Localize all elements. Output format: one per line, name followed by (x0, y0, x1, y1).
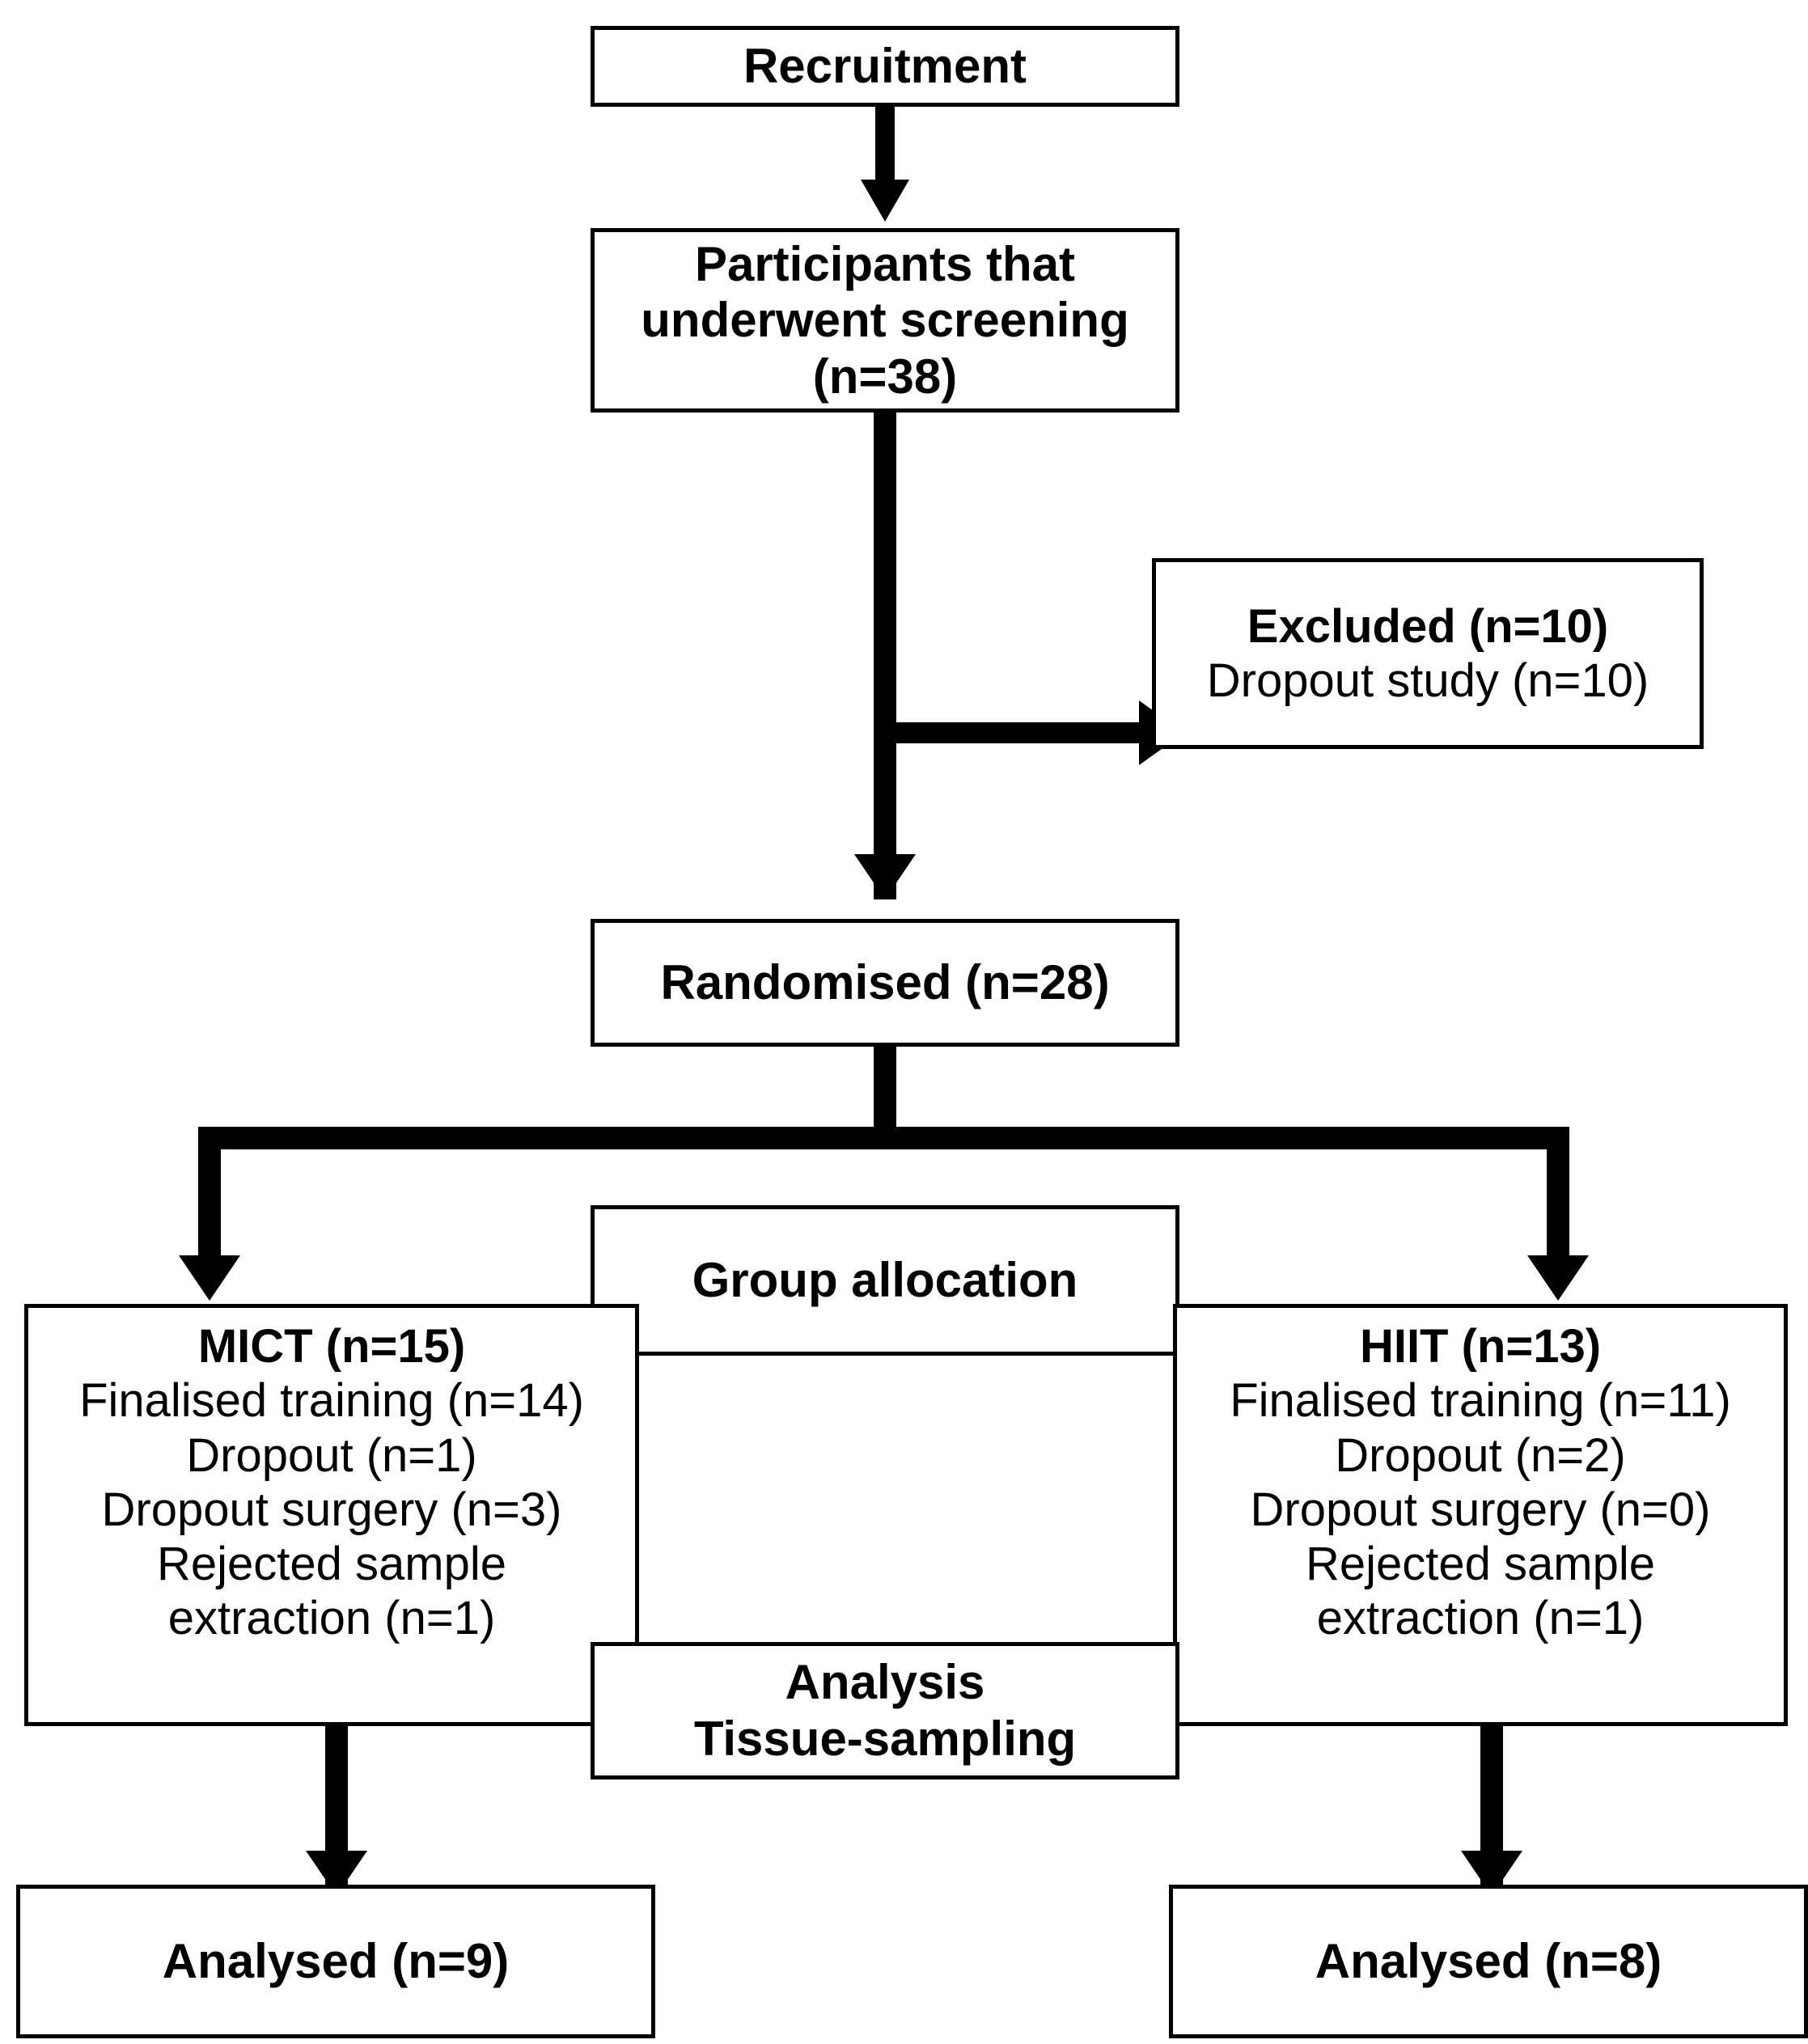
node-hiit-line-1: Finalised training (n=11) (1230, 1374, 1731, 1428)
node-screening-line-2: (n=38) (812, 349, 958, 404)
connector-split-right-drop (1547, 1127, 1569, 1260)
node-excluded-line-1: Dropout study (n=10) (1206, 654, 1649, 707)
node-hiit-line-4: Rejected sample (1306, 1538, 1655, 1591)
node-analysed-right-line-0: Analysed (n=8) (1315, 1934, 1662, 1989)
node-excluded[interactable]: Excluded (n=10) Dropout study (n=10) (1152, 558, 1704, 749)
node-randomised-line-0: Randomised (n=28) (660, 955, 1110, 1010)
arrowhead-allocation-to-mict (179, 1255, 240, 1301)
node-analysed-left[interactable]: Analysed (n=9) (16, 1885, 655, 2038)
node-mict-line-2: Dropout (n=1) (186, 1428, 477, 1482)
node-mict-line-0: MICT (n=15) (197, 1320, 466, 1373)
node-analysed-left-line-0: Analysed (n=9) (162, 1934, 510, 1989)
node-hiit[interactable]: HIIT (n=13) Finalised training (n=11) Dr… (1173, 1304, 1788, 1726)
node-hiit-line-0: HIIT (n=13) (1359, 1320, 1602, 1373)
node-mict-line-1: Finalised training (n=14) (79, 1374, 584, 1428)
node-mict-line-4: Rejected sample (157, 1538, 506, 1591)
node-group-allocation[interactable]: Group allocation (591, 1205, 1179, 1356)
node-analysis-line-0: Analysis (785, 1655, 985, 1710)
node-randomised[interactable]: Randomised (n=28) (591, 919, 1179, 1047)
node-screening-line-0: Participants that (694, 236, 1076, 291)
node-analysis[interactable]: Analysis Tissue-sampling (591, 1642, 1179, 1780)
connector-screening-to-excluded (890, 722, 1157, 743)
node-hiit-line-2: Dropout (n=2) (1335, 1428, 1626, 1482)
arrowhead-recruitment-to-screening (861, 180, 909, 222)
node-mict[interactable]: MICT (n=15) Finalised training (n=14) Dr… (24, 1304, 639, 1726)
node-analysed-right[interactable]: Analysed (n=8) (1169, 1885, 1808, 2038)
node-excluded-line-0: Excluded (n=10) (1247, 599, 1609, 653)
connector-recruitment-to-screening (875, 102, 895, 191)
node-recruitment[interactable]: Recruitment (591, 26, 1179, 107)
node-mict-line-3: Dropout surgery (n=3) (101, 1483, 562, 1536)
node-hiit-line-3: Dropout surgery (n=0) (1250, 1483, 1711, 1536)
node-screening-line-1: underwent screening (641, 293, 1129, 348)
node-screening[interactable]: Participants that underwent screening (n… (591, 228, 1179, 413)
node-hiit-line-5: extraction (n=1) (1316, 1592, 1645, 1645)
node-recruitment-line-0: Recruitment (743, 39, 1027, 94)
connector-randomised-stem (874, 1043, 896, 1131)
node-analysis-line-1: Tissue-sampling (693, 1712, 1077, 1766)
node-group-allocation-line-0: Group allocation (692, 1253, 1078, 1308)
node-mict-line-5: extraction (n=1) (167, 1592, 496, 1645)
connector-split-left-drop (198, 1127, 221, 1260)
connector-allocation-split-bar (198, 1127, 1569, 1149)
arrowhead-screening-to-randomised (854, 854, 916, 899)
arrowhead-allocation-to-hiit (1527, 1255, 1589, 1301)
